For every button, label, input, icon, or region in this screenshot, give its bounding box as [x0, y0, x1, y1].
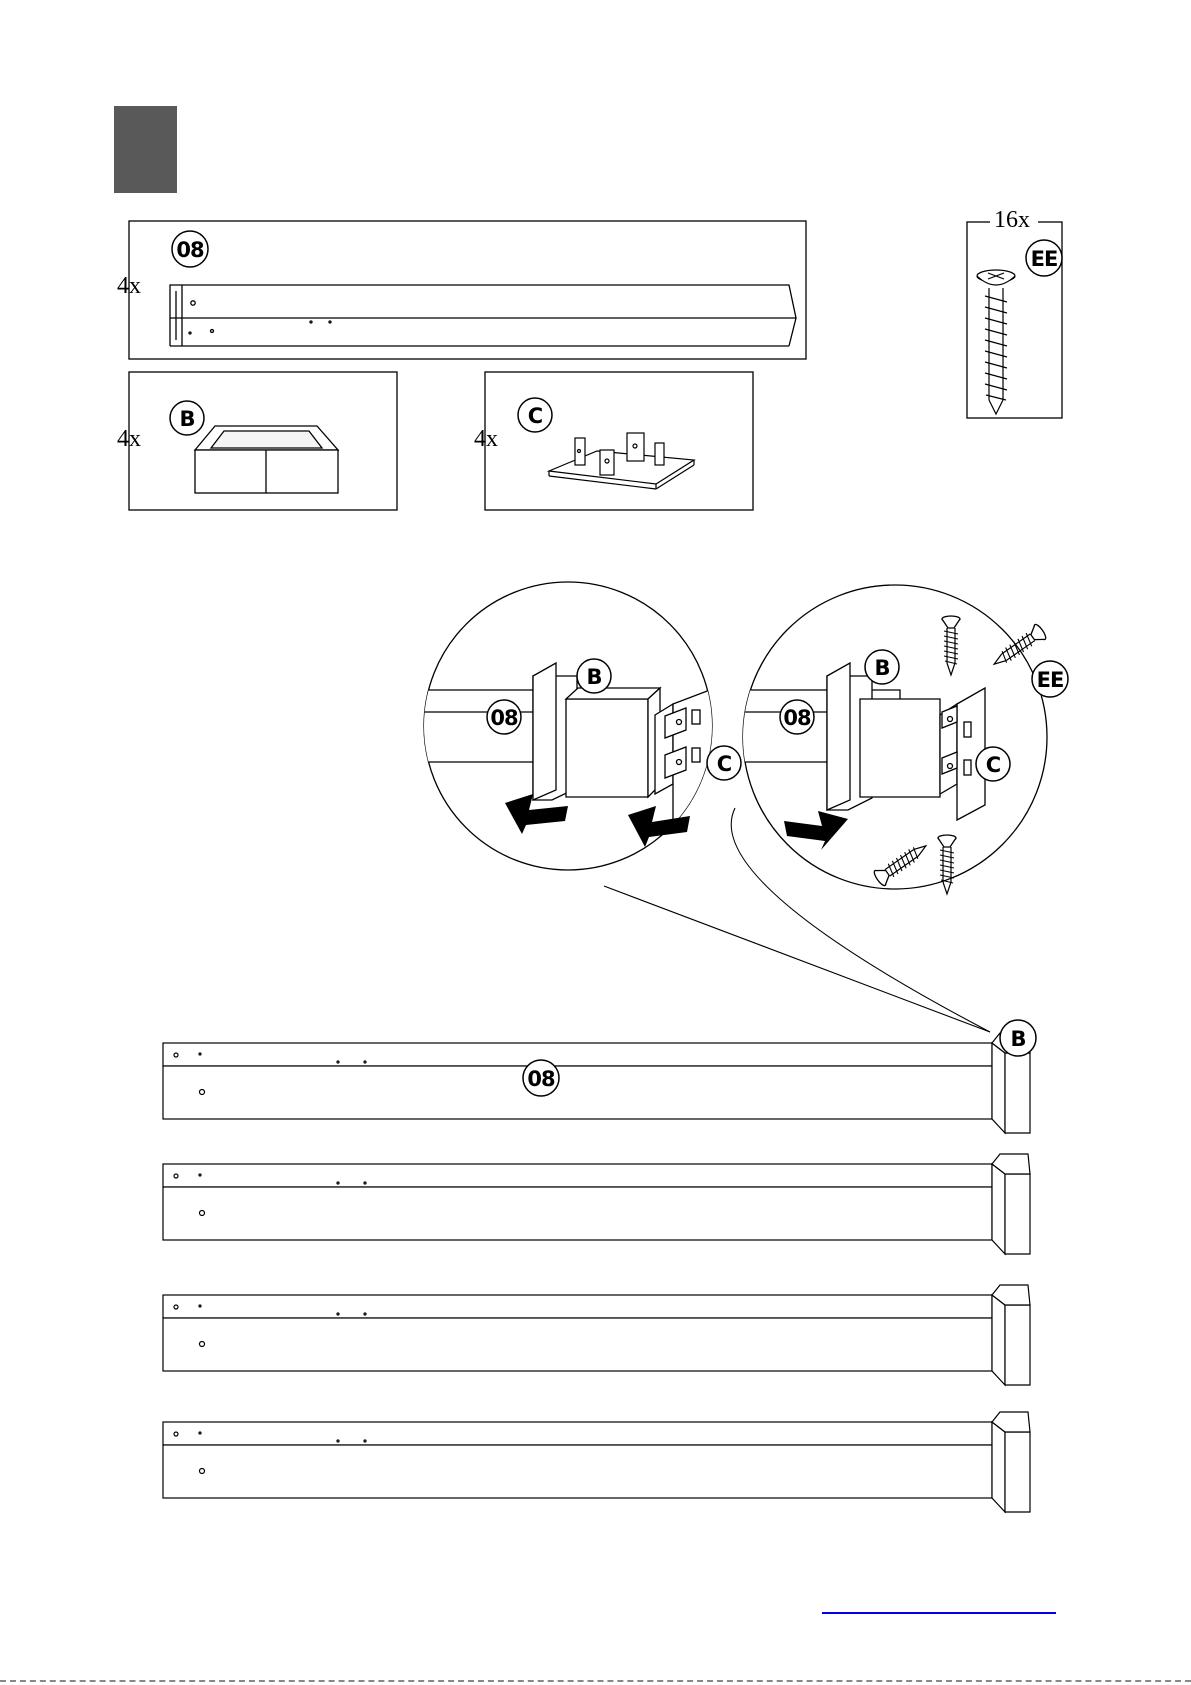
screw-icon — [977, 270, 1015, 414]
part-box-b: 4x B — [117, 372, 397, 510]
part-label-ee: EE — [1031, 247, 1058, 271]
detail-right-label-c: C — [986, 753, 1001, 777]
detail-right-label-08: 08 — [783, 706, 811, 730]
assembly-label-08: 08 — [527, 1067, 555, 1091]
part-qty-08: 4x — [117, 273, 141, 299]
part-label-08: 08 — [176, 238, 204, 262]
page-bottom-rule — [0, 1680, 1191, 1682]
footer-link[interactable] — [822, 1612, 1056, 1614]
detail-view-left: B 08 C — [420, 582, 741, 870]
assembled-post — [163, 1154, 1030, 1254]
part-box-08: 4x 08 — [117, 221, 806, 359]
assembly-label-b: B — [1010, 1027, 1025, 1051]
step-marker-icon — [114, 106, 177, 193]
part-qty-c: 4x — [474, 426, 498, 452]
detail-view-right: B 08 C EE — [740, 585, 1068, 894]
detail-left-label-08: 08 — [490, 706, 518, 730]
detail-left-label-b: B — [586, 665, 601, 689]
post-drawing — [170, 285, 796, 346]
sleeve-drawing — [195, 426, 338, 493]
detail-right-label-b: B — [874, 656, 889, 680]
part-qty-ee: 16x — [994, 207, 1030, 233]
assembled-post — [163, 1412, 1030, 1512]
part-box-ee: 16x EE — [967, 207, 1062, 418]
part-box-c: 4x C — [474, 372, 753, 510]
assembled-post — [163, 1033, 1030, 1133]
part-label-b: B — [179, 407, 194, 431]
bracket-drawing — [549, 433, 694, 489]
detail-left-label-c: C — [717, 752, 732, 776]
detail-right-label-ee: EE — [1037, 668, 1064, 692]
part-qty-b: 4x — [117, 426, 141, 452]
assembled-post — [163, 1285, 1030, 1385]
part-label-c: C — [528, 404, 543, 428]
